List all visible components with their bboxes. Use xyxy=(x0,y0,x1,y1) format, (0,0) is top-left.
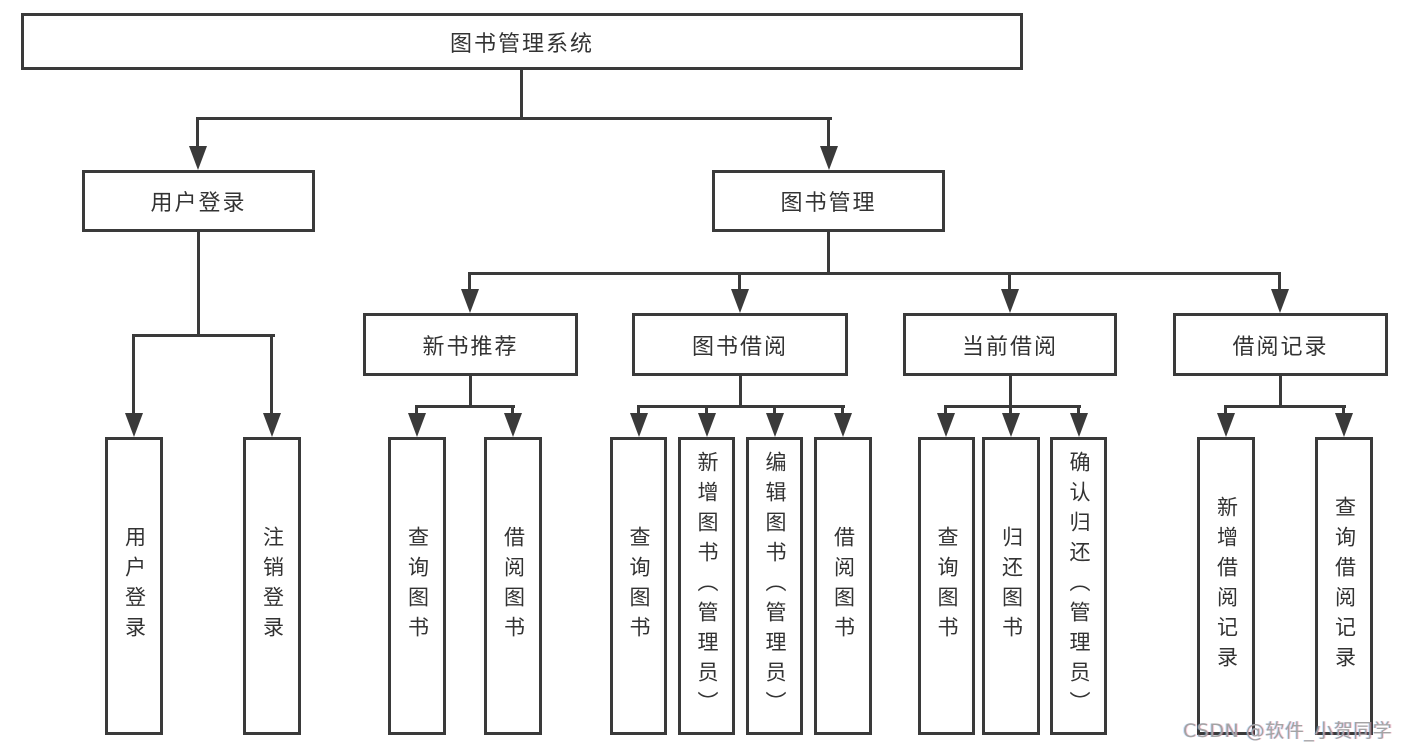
arrowhead-new-book-recommend xyxy=(461,289,479,313)
arrowhead-borrow-4 xyxy=(834,413,852,437)
leaf-label: 注销登录 xyxy=(260,526,285,646)
connector-drop-current-3 xyxy=(1077,407,1080,413)
connector-borrow-split xyxy=(637,405,845,408)
connector-user-split xyxy=(132,334,275,337)
arrowhead-borrow-1 xyxy=(630,413,648,437)
arrowhead-borrow-records xyxy=(1271,289,1289,313)
connector-drop-book-management xyxy=(827,119,830,146)
connector-user-stem xyxy=(197,231,200,336)
leaf-label: 归还图书 xyxy=(999,526,1024,646)
node-book-borrow: 图书借阅 xyxy=(632,313,848,376)
arrowhead-book-management xyxy=(820,146,838,170)
node-book-management: 图书管理 xyxy=(712,170,945,232)
connector-drop-borrow-records xyxy=(1278,274,1281,289)
connector-drop-records-2 xyxy=(1342,407,1345,413)
arrowhead-leaf-logout xyxy=(263,413,281,437)
connector-drop-book-borrow xyxy=(738,274,741,289)
leaf-label: 借阅图书 xyxy=(831,526,856,646)
connector-records-split xyxy=(1224,405,1346,408)
connector-borrow-stem xyxy=(739,375,742,408)
connector-drop-new-book-recommend xyxy=(468,274,471,289)
leaf-user-login: 用户登录 xyxy=(105,437,163,735)
leaf-label: 用户登录 xyxy=(122,526,147,646)
connector-drop-recommend-1 xyxy=(415,407,418,413)
connector-current-stem xyxy=(1009,375,1012,408)
leaf-label: 查询图书 xyxy=(935,526,959,646)
connector-level1-split xyxy=(196,117,832,120)
leaf-label: 借阅图书 xyxy=(501,526,526,646)
connector-drop-user-login xyxy=(196,119,199,146)
connector-drop-borrow-4 xyxy=(841,407,844,413)
connector-root-stem xyxy=(520,69,523,120)
connector-drop-records-1 xyxy=(1224,407,1227,413)
connector-recommend-stem xyxy=(469,375,472,408)
connector-recommend-split xyxy=(415,405,515,408)
connector-drop-current-1 xyxy=(944,407,947,413)
watermark: CSDN @软件_小贺同学 xyxy=(1183,720,1393,742)
node-current-borrow: 当前借阅 xyxy=(903,313,1117,376)
arrowhead-records-1 xyxy=(1217,413,1235,437)
leaf-label: 查询图书 xyxy=(405,526,430,646)
leaf-borrow-borrow-books: 借阅图书 xyxy=(814,437,872,735)
connector-drop-recommend-2 xyxy=(511,407,514,413)
connector-mgmt-stem xyxy=(827,231,830,274)
node-borrow-records: 借阅记录 xyxy=(1173,313,1388,376)
arrowhead-current-2 xyxy=(1002,413,1020,437)
connector-drop-borrow-2 xyxy=(705,407,708,413)
leaf-borrow-query-books: 查询图书 xyxy=(610,437,667,735)
leaf-current-query-books: 查询图书 xyxy=(918,437,975,735)
connector-drop-current-2 xyxy=(1009,407,1012,413)
leaf-current-confirm-return-admin: 确认归还（管理员） xyxy=(1050,437,1107,735)
leaf-label: 编辑图书（管理员） xyxy=(763,451,787,721)
leaf-label: 查询借阅记录 xyxy=(1332,496,1357,676)
arrowhead-current-1 xyxy=(937,413,955,437)
leaf-label: 新增借阅记录 xyxy=(1214,496,1239,676)
leaf-records-query-record: 查询借阅记录 xyxy=(1315,437,1373,735)
connector-drop-leaf-logout xyxy=(270,336,273,413)
arrowhead-borrow-2 xyxy=(698,413,716,437)
leaf-borrow-edit-books-admin: 编辑图书（管理员） xyxy=(746,437,803,735)
leaf-recommend-borrow-books: 借阅图书 xyxy=(484,437,542,735)
arrowhead-leaf-user-login xyxy=(125,413,143,437)
connector-drop-borrow-1 xyxy=(637,407,640,413)
connector-drop-current-borrow xyxy=(1008,274,1011,289)
connector-records-stem xyxy=(1279,375,1282,408)
arrowhead-borrow-3 xyxy=(766,413,784,437)
leaf-recommend-query-books: 查询图书 xyxy=(388,437,446,735)
node-user-login: 用户登录 xyxy=(82,170,315,232)
leaf-borrow-add-books-admin: 新增图书（管理员） xyxy=(678,437,735,735)
arrowhead-book-borrow xyxy=(731,289,749,313)
connector-drop-leaf-user-login xyxy=(132,336,135,413)
leaf-label: 查询图书 xyxy=(627,526,651,646)
arrowhead-recommend-2 xyxy=(504,413,522,437)
arrowhead-user-login xyxy=(189,146,207,170)
leaf-label: 确认归还（管理员） xyxy=(1067,451,1091,721)
node-new-book-recommend: 新书推荐 xyxy=(363,313,578,376)
leaf-logout: 注销登录 xyxy=(243,437,301,735)
arrowhead-current-borrow xyxy=(1001,289,1019,313)
leaf-records-add-record: 新增借阅记录 xyxy=(1197,437,1255,735)
leaf-label: 新增图书（管理员） xyxy=(695,451,719,721)
leaf-current-return-books: 归还图书 xyxy=(982,437,1040,735)
connector-current-split xyxy=(944,405,1081,408)
connector-level3-split xyxy=(468,272,1281,275)
connector-drop-borrow-3 xyxy=(773,407,776,413)
arrowhead-current-3 xyxy=(1070,413,1088,437)
arrowhead-recommend-1 xyxy=(408,413,426,437)
node-root: 图书管理系统 xyxy=(21,13,1023,70)
arrowhead-records-2 xyxy=(1335,413,1353,437)
